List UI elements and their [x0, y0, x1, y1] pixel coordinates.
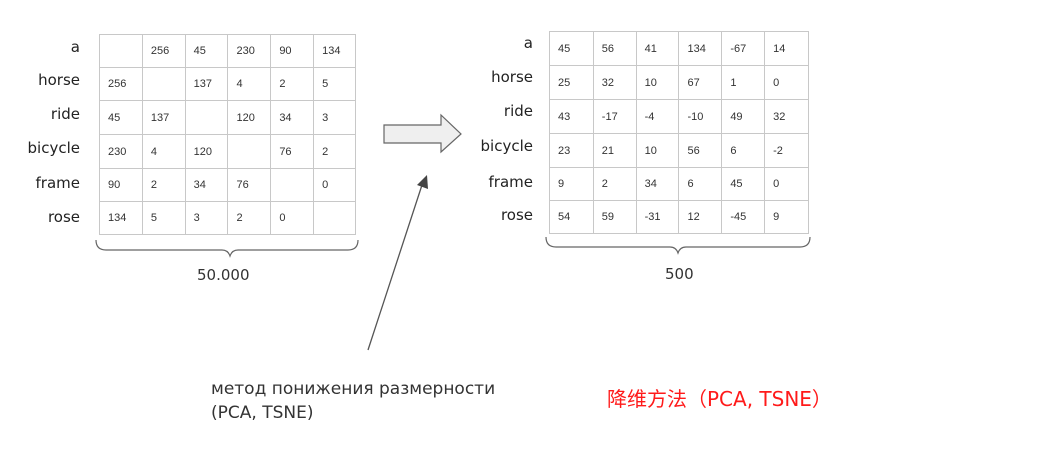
matrix-cell: 9 [764, 200, 809, 234]
matrix-cell: 134 [99, 201, 143, 235]
table-row: 23 21 10 56 6 -2 [549, 133, 809, 168]
matrix-cell: 137 [141, 100, 186, 135]
matrix-cell: 90 [270, 34, 315, 68]
row-label: frame [488, 173, 533, 191]
left-cooccurrence-matrix: a horse ride bicycle frame rose 256 45 2… [0, 0, 400, 300]
matrix-cell [227, 134, 272, 169]
matrix-cell: 12 [678, 200, 723, 234]
right-row-labels: a horse ride bicycle frame rose [450, 31, 533, 231]
matrix-cell: 76 [270, 134, 315, 169]
row-label: horse [38, 71, 80, 89]
matrix-cell [99, 34, 143, 68]
row-label: a [523, 34, 533, 52]
matrix-cell: 45 [184, 34, 229, 68]
matrix-cell: 9 [549, 167, 594, 201]
matrix-cell: 0 [313, 168, 356, 202]
matrix-cell: 134 [678, 31, 723, 66]
row-label: ride [503, 102, 533, 120]
pointer-arrow-icon [367, 175, 428, 351]
matrix-cell: 3 [184, 201, 229, 235]
row-label: rose [47, 208, 80, 226]
matrix-cell: 45 [549, 31, 594, 66]
caption-russian-line1: метод понижения размерности [211, 379, 496, 399]
matrix-cell: 43 [549, 99, 594, 134]
table-row: 134 5 3 2 0 [99, 201, 356, 235]
row-label: a [70, 38, 80, 56]
matrix-cell: 2 [227, 201, 272, 235]
right-matrix-table: 45 56 41 134 -67 14 25 32 10 67 1 0 43 -… [549, 31, 809, 234]
matrix-cell: 67 [678, 65, 723, 100]
left-matrix-table: 256 45 230 90 134 256 137 4 2 5 45 137 1… [99, 34, 356, 235]
matrix-cell: -67 [721, 31, 766, 66]
matrix-cell: 76 [227, 168, 272, 202]
matrix-cell: 45 [99, 100, 143, 135]
matrix-cell: 54 [549, 200, 594, 234]
matrix-cell: 120 [184, 134, 229, 169]
matrix-cell: 230 [227, 34, 272, 68]
caption-chinese: 降维方法（PCA, TSNE） [607, 387, 832, 411]
table-row: 54 59 -31 12 -45 9 [549, 200, 809, 234]
caption-russian-line2: (PCA, TSNE) [211, 403, 314, 423]
table-row: 230 4 120 76 2 [99, 134, 356, 169]
left-brace-icon [95, 239, 359, 258]
right-arrow-icon [383, 113, 462, 154]
matrix-cell: 2 [592, 167, 637, 201]
caption-russian: метод понижения размерности (PCA, TSNE) [211, 377, 495, 425]
matrix-cell: 10 [635, 65, 680, 100]
right-reduced-matrix: a horse ride bicycle frame rose 45 56 41… [450, 31, 809, 283]
row-label: frame [35, 174, 80, 192]
matrix-cell: 256 [99, 67, 143, 101]
row-label: ride [50, 105, 80, 123]
matrix-cell: 137 [184, 67, 229, 101]
right-dimension-label: 500 [665, 265, 694, 283]
matrix-cell: 41 [635, 31, 680, 66]
table-row: 45 137 120 34 3 [99, 100, 356, 135]
table-row: 45 56 41 134 -67 14 [549, 31, 809, 66]
table-row: 9 2 34 6 45 0 [549, 167, 809, 201]
matrix-cell: 0 [764, 65, 809, 100]
matrix-cell: 4 [141, 134, 186, 169]
matrix-cell: 120 [227, 100, 272, 135]
matrix-cell: 3 [313, 100, 356, 135]
matrix-cell: 32 [764, 99, 809, 134]
matrix-cell: 14 [764, 31, 809, 66]
matrix-cell: -10 [678, 99, 723, 134]
table-row: 43 -17 -4 -10 49 32 [549, 99, 809, 134]
matrix-cell [184, 100, 229, 135]
row-label: rose [500, 206, 533, 224]
matrix-cell: 2 [313, 134, 356, 169]
matrix-cell [313, 201, 356, 235]
row-label: bicycle [480, 137, 533, 155]
matrix-cell: 5 [141, 201, 186, 235]
matrix-cell: 2 [141, 168, 186, 202]
matrix-cell: 0 [764, 167, 809, 201]
matrix-cell: 32 [592, 65, 637, 100]
matrix-cell: 5 [313, 67, 356, 101]
matrix-cell: 230 [99, 134, 143, 169]
left-dimension-label: 50.000 [197, 266, 250, 284]
row-label: bicycle [27, 139, 80, 157]
row-label: horse [491, 68, 533, 86]
left-row-labels: a horse ride bicycle frame rose [0, 34, 80, 234]
matrix-cell: -17 [592, 99, 637, 134]
matrix-cell: 6 [678, 167, 723, 201]
right-brace-icon [545, 236, 811, 255]
